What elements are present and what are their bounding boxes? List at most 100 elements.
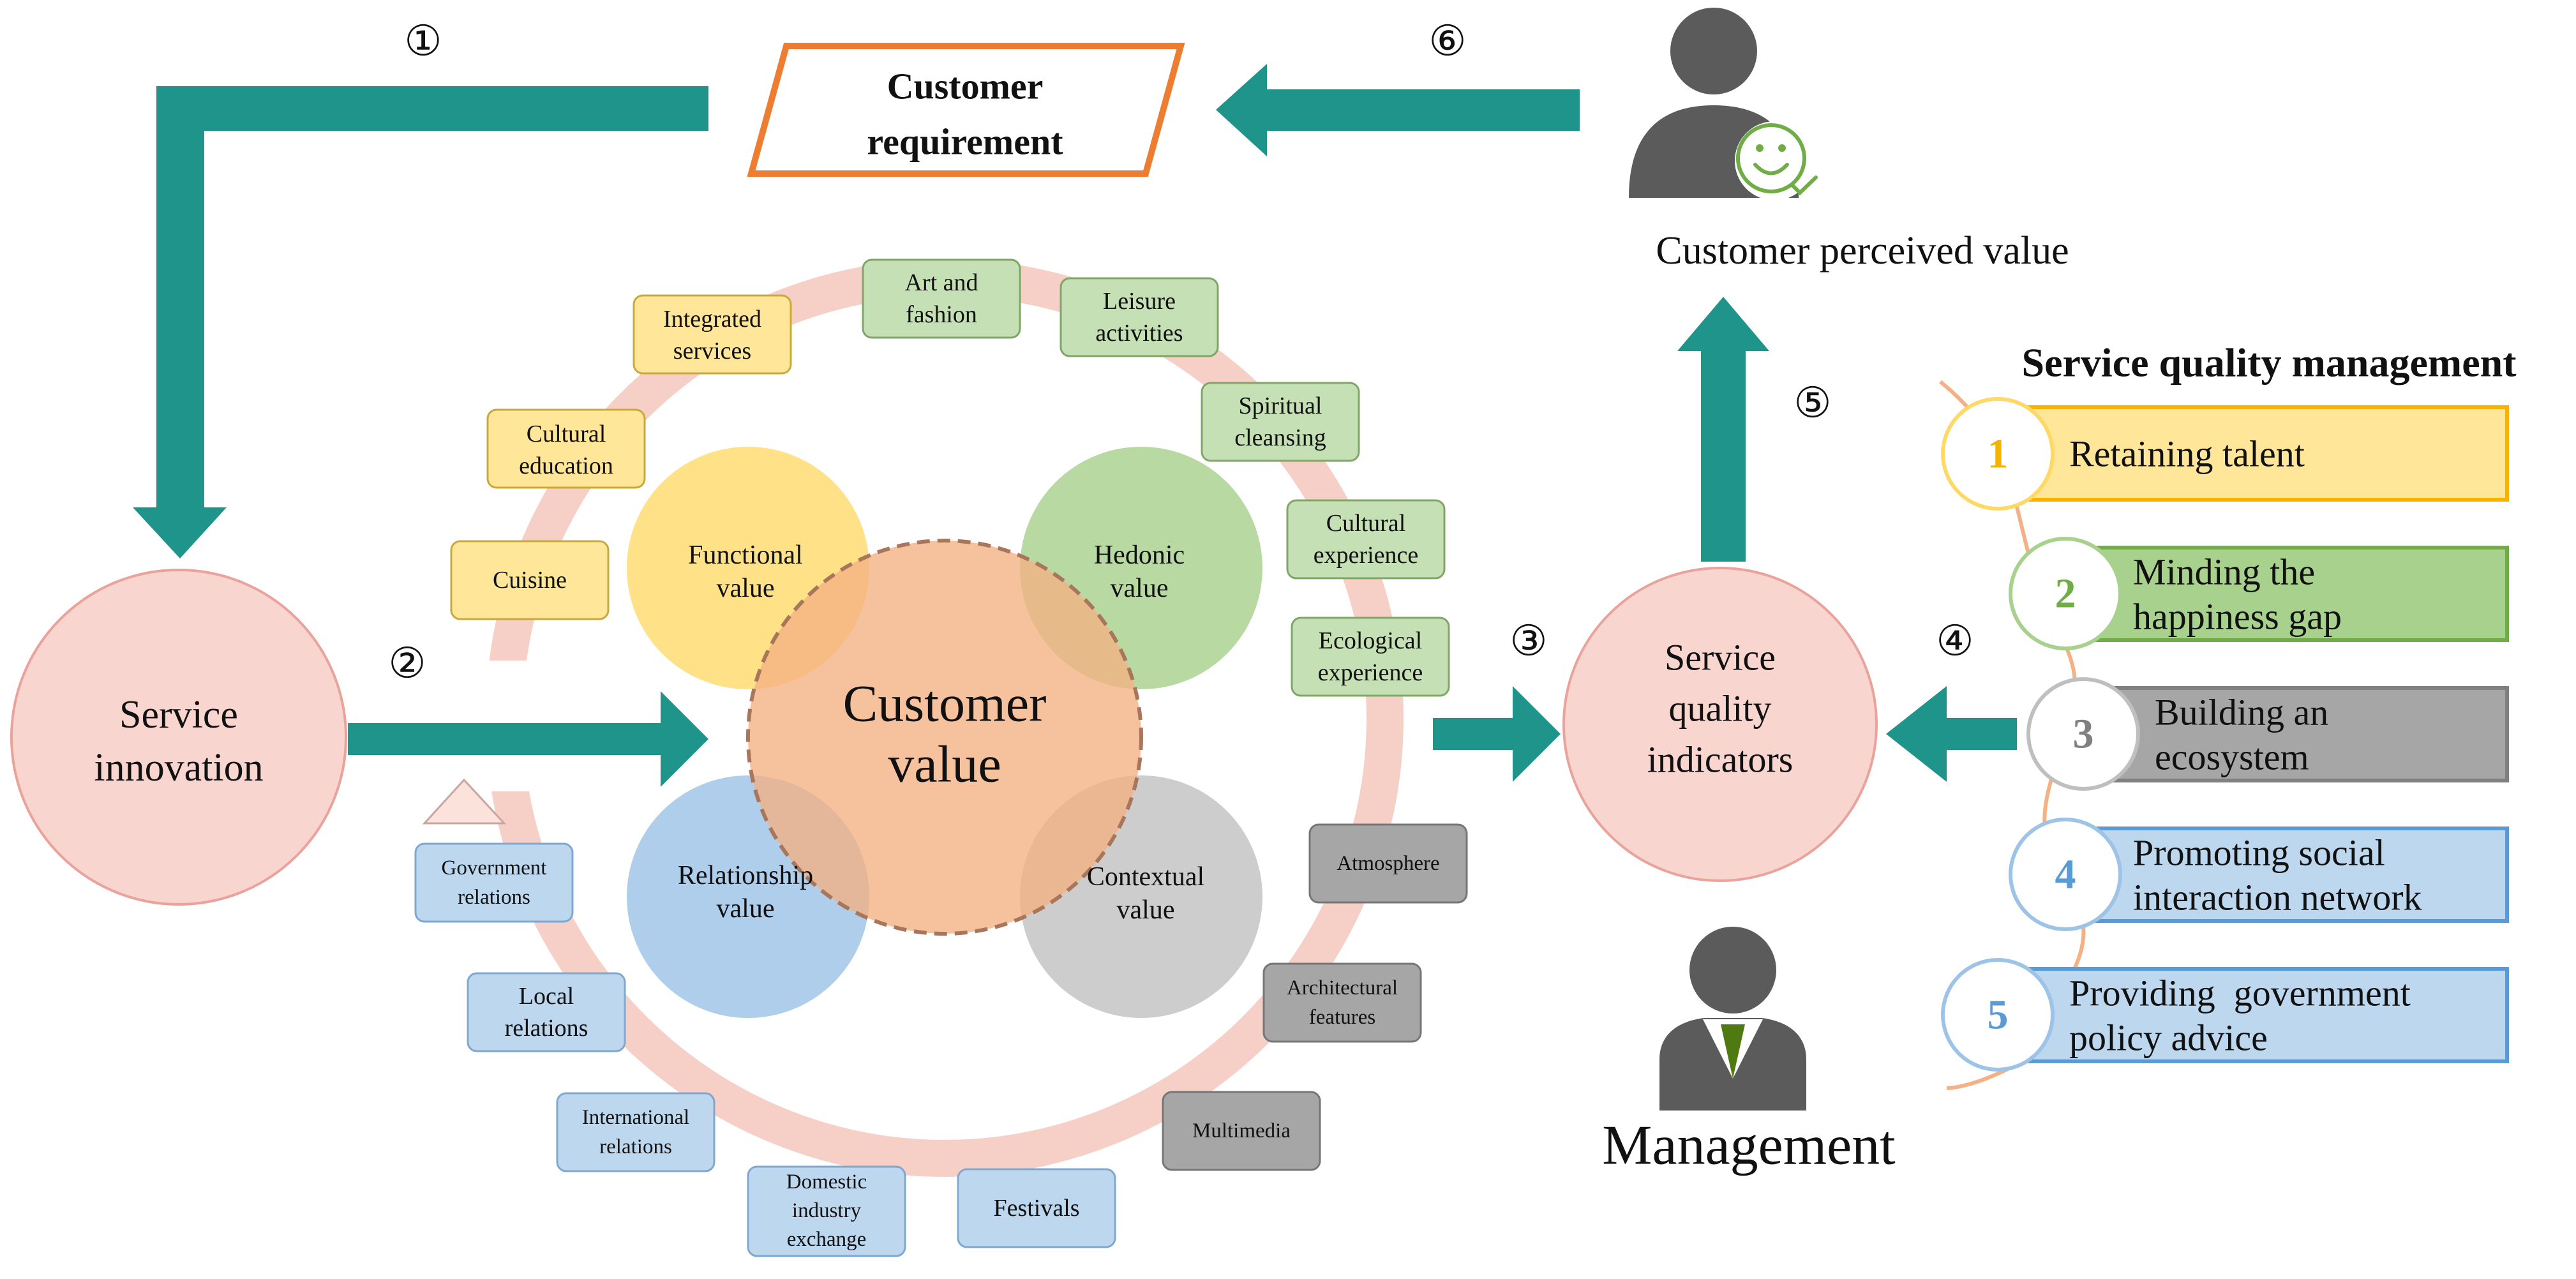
service-innovation-line-1: Service — [119, 693, 238, 737]
tag-cultural-experience-box — [1286, 499, 1446, 580]
tag-cultural-education: Cultural education — [486, 408, 646, 489]
tag-spiritual-cleansing-line-1: Spiritual — [1239, 393, 1322, 419]
ring-tags-contextual: Atmosphere Architectural features Multim… — [1162, 823, 1468, 1171]
tag-ecological-experience-box — [1291, 617, 1450, 697]
sqm-item-4-line-2: interaction network — [2133, 877, 2422, 918]
step-5-label: ⑤ — [1793, 380, 1831, 427]
tag-art-and-fashion-line-1: Art and — [904, 269, 978, 296]
sqm-item-1-number: 1 — [1988, 431, 2009, 477]
customer-value-circle — [746, 539, 1143, 936]
tag-local-relations-box — [467, 972, 626, 1052]
arrow-2 — [348, 691, 708, 787]
sqm-item-2-badge — [2009, 537, 2122, 650]
tag-multimedia: Multimedia — [1162, 1091, 1321, 1171]
service-quality-indicators-circle — [1562, 567, 1878, 882]
tag-integrated-services: Integrated services — [633, 294, 792, 375]
tag-international-relations-line-1: International — [582, 1106, 690, 1129]
customer-requirement-line-1: Customer — [887, 66, 1044, 107]
tag-local-relations-line-2: relations — [505, 1015, 588, 1042]
tag-government-relations-line-2: relations — [458, 886, 530, 909]
smile-mouth — [1753, 163, 1789, 176]
tag-domestic-industry-exchange: Domestic industry exchange — [747, 1165, 906, 1257]
manager-head — [1689, 927, 1776, 1013]
service-innovation-circle — [10, 569, 347, 906]
sqm-item-2-number: 2 — [2055, 571, 2076, 617]
customer-perceived-value-label: Customer perceived value — [1656, 229, 2069, 273]
functional-value-line-1: Functional — [688, 541, 803, 570]
tag-integrated-services-box — [633, 294, 792, 375]
sqm-item-1-badge — [1941, 397, 2055, 511]
ring-tags-functional: Cuisine Cultural education Integrated se… — [450, 294, 792, 620]
tag-international-relations: International relations — [556, 1092, 715, 1172]
sqm-item-3-number: 3 — [2073, 711, 2094, 758]
tag-local-relations-line-1: Local — [519, 983, 574, 1010]
sqm-item-3-line-1: Building an — [2155, 692, 2328, 733]
tag-festivals-box — [957, 1168, 1116, 1248]
smile-icon — [1735, 121, 1818, 200]
tag-festivals-line-1: Festivals — [993, 1195, 1079, 1222]
service-innovation-line-2: innovation — [94, 746, 263, 789]
service-innovation-node: Service innovation — [10, 569, 347, 906]
sqm-item-5-line-2: policy advice — [2069, 1017, 2268, 1059]
tag-art-and-fashion-line-2: fashion — [906, 301, 977, 328]
arrow-4 — [1886, 686, 2017, 782]
step-4-label: ④ — [1936, 618, 1973, 665]
ring-tags-hedonic: Art and fashion Leisure activities Spiri… — [862, 258, 1450, 697]
relationship-value-line-1: Relationship — [678, 861, 813, 890]
contextual-value-line-1: Contextual — [1087, 862, 1204, 892]
tag-cultural-education-line-1: Cultural — [527, 421, 606, 447]
tag-domestic-industry-exchange-line-1: Domestic — [786, 1171, 867, 1193]
sqm-title: Service quality management — [2022, 340, 2517, 385]
service-quality-indicators-line-1: Service — [1665, 637, 1776, 678]
hedonic-value-line-1: Hedonic — [1094, 541, 1185, 570]
sqm-item-3-badge — [2026, 677, 2140, 791]
sqm-item-5-badge — [1941, 958, 2055, 1072]
step-2-label: ② — [388, 641, 426, 687]
step-6-label: ⑥ — [1428, 19, 1466, 65]
tag-domestic-industry-exchange-line-3: exchange — [787, 1228, 867, 1251]
sqm-item-2-line-2: happiness gap — [2133, 596, 2342, 638]
tag-government-relations: Government relations — [414, 842, 574, 923]
tag-multimedia-box — [1162, 1091, 1321, 1171]
sqm-item-4-line-1: Promoting social — [2133, 832, 2385, 874]
arrow-3 — [1433, 686, 1561, 782]
tag-festivals: Festivals — [957, 1168, 1116, 1248]
customer-requirement-box: Customer requirement — [747, 43, 1185, 177]
tie-icon — [1721, 1024, 1745, 1079]
tag-architectural-features-line-1: Architectural — [1287, 976, 1398, 999]
sqm-item-4-badge — [2009, 818, 2122, 931]
value-circles: Customer value Functional value Hedonic … — [627, 447, 1262, 1018]
sqm-item-5: 5 Providing government policy advice — [1941, 958, 2509, 1072]
sqm-item-3-line-2: ecosystem — [2155, 737, 2309, 778]
step-1-label: ① — [404, 19, 442, 65]
tag-architectural-features-box — [1262, 962, 1422, 1043]
tag-integrated-services-line-1: Integrated — [663, 306, 761, 333]
step-3-label: ③ — [1509, 618, 1547, 665]
smile-check — [1790, 176, 1818, 196]
tag-leisure-activities-line-1: Leisure — [1103, 288, 1176, 315]
tag-ecological-experience: Ecological experience — [1291, 617, 1450, 697]
sqm-item-5-bar — [1995, 967, 2509, 1063]
tag-international-relations-line-2: relations — [599, 1135, 672, 1158]
tag-art-and-fashion: Art and fashion — [862, 258, 1021, 339]
tag-atmosphere: Atmosphere — [1308, 823, 1468, 904]
tag-atmosphere-box — [1308, 823, 1468, 904]
relationship-value-line-2: value — [717, 894, 775, 924]
tag-cultural-education-line-2: education — [519, 453, 613, 479]
sqm-item-1-bar — [1995, 405, 2509, 502]
tag-cultural-experience-line-1: Cultural — [1326, 510, 1406, 537]
service-quality-indicators-line-2: quality — [1668, 688, 1771, 729]
tag-cultural-education-box — [486, 408, 646, 489]
tag-cuisine: Cuisine — [450, 540, 610, 620]
sqm-item-2-line-1: Minding the — [2133, 551, 2315, 593]
tag-leisure-activities-box — [1060, 277, 1219, 357]
tag-atmosphere-line-1: Atmosphere — [1337, 852, 1439, 875]
tag-domestic-industry-exchange-line-2: industry — [792, 1199, 862, 1222]
sqm-item-4-number: 4 — [2055, 851, 2076, 898]
arrow-1 — [133, 86, 708, 558]
sqm-item-5-line-1: Providing government — [2069, 973, 2411, 1014]
customer-requirement-line-2: requirement — [867, 121, 1063, 163]
tag-architectural-features: Architectural features — [1262, 962, 1422, 1043]
tag-leisure-activities-line-2: activities — [1095, 320, 1183, 347]
